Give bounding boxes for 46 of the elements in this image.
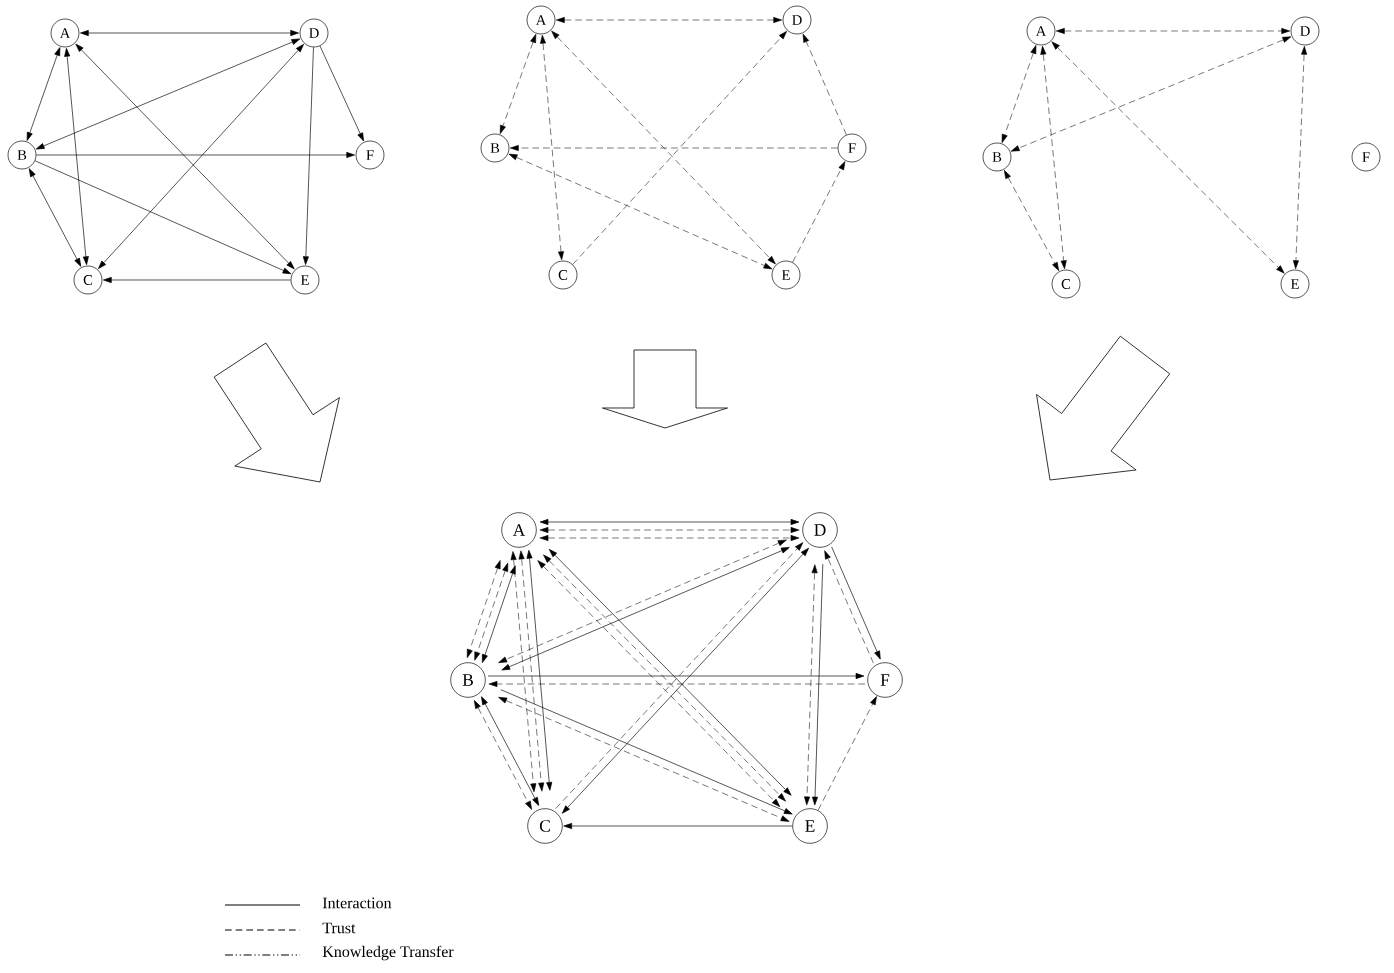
arrow <box>34 160 292 275</box>
arrow <box>1040 45 1067 270</box>
arrow <box>499 34 537 134</box>
arrow <box>539 535 800 541</box>
arrow <box>508 153 773 270</box>
legend-label: Knowledge Transfer <box>322 945 454 961</box>
arrow <box>510 551 537 793</box>
arrow <box>1051 41 1285 274</box>
arrow <box>1010 36 1292 152</box>
arrow <box>302 47 314 265</box>
arrow <box>540 34 564 261</box>
arrow <box>802 33 847 136</box>
arrow <box>80 30 299 36</box>
arrow <box>1001 45 1037 143</box>
arrow <box>64 48 89 265</box>
arrow <box>26 47 61 141</box>
legend-label: Trust <box>322 922 356 934</box>
arrow <box>804 564 818 806</box>
arrow <box>539 527 800 533</box>
arrow <box>563 823 793 829</box>
arrow <box>103 277 291 283</box>
arrow <box>466 560 501 658</box>
arrow <box>526 549 553 791</box>
arrow <box>1055 28 1291 34</box>
arrow <box>482 565 516 663</box>
arrow <box>474 562 509 661</box>
arrow <box>555 17 783 23</box>
arrow <box>817 696 877 811</box>
arrow <box>509 145 838 151</box>
arrow <box>792 161 846 263</box>
arrow <box>473 700 532 810</box>
arrow <box>1292 45 1308 270</box>
arrow <box>518 550 545 792</box>
arrow <box>831 546 881 660</box>
arrow <box>28 168 82 267</box>
arrow <box>1004 170 1060 271</box>
arrow <box>35 38 301 150</box>
arrow <box>812 563 824 806</box>
arrow <box>487 673 865 679</box>
arrow <box>488 681 866 687</box>
arrow <box>36 152 355 158</box>
arrow <box>824 550 874 664</box>
arrow <box>539 519 800 525</box>
arrow <box>319 45 364 142</box>
legend-label: Interaction <box>322 897 392 909</box>
arrow <box>481 696 540 806</box>
